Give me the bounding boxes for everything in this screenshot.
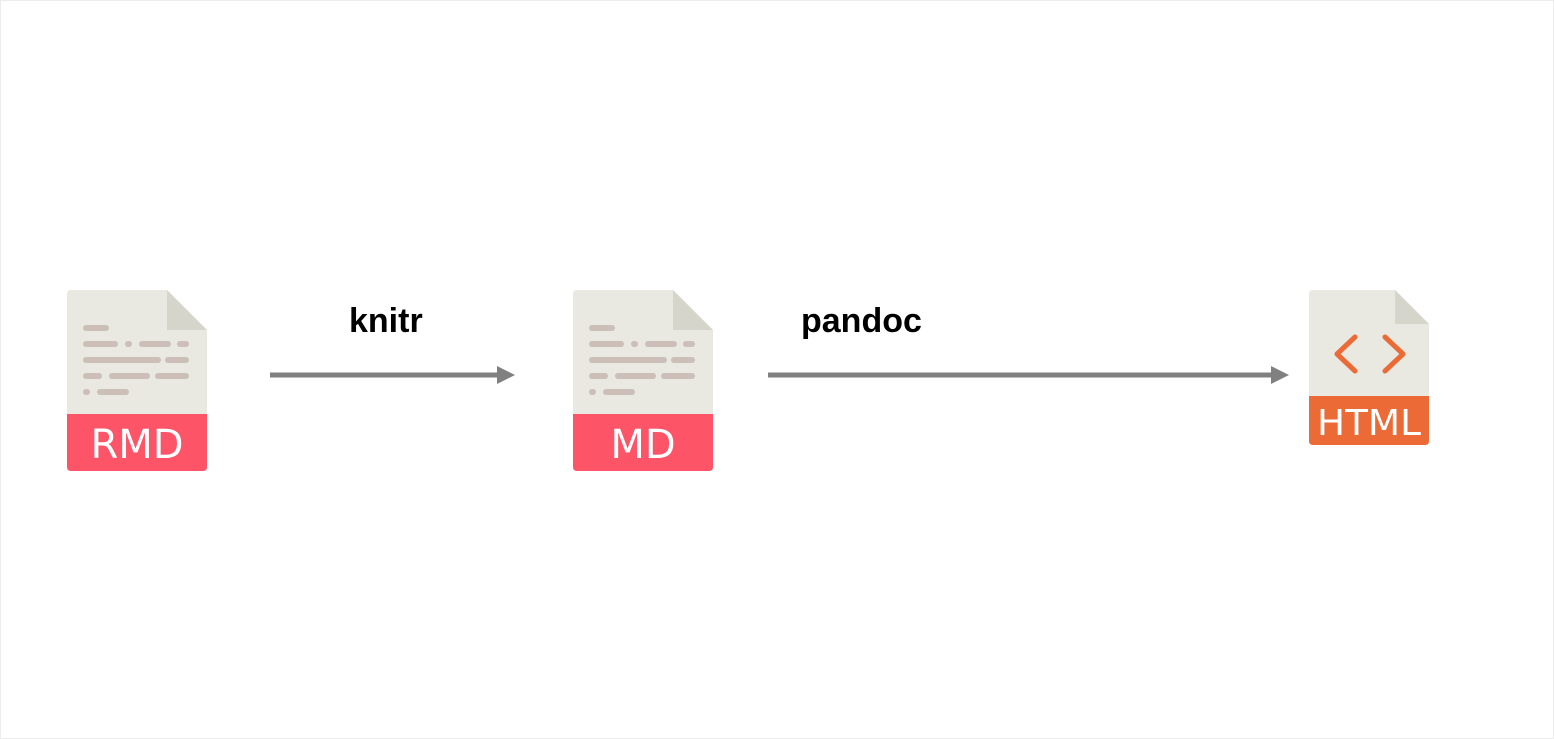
rmd-file-icon: RMD (67, 290, 207, 471)
pandoc-arrow (768, 366, 1289, 384)
code-brackets-icon (1334, 334, 1406, 374)
knitr-arrow (270, 366, 515, 384)
html-file-icon: HTML (1309, 290, 1429, 445)
md-label: MD (610, 422, 675, 468)
pandoc-label: pandoc (801, 302, 922, 340)
html-label: HTML (1317, 403, 1421, 444)
md-file-icon: MD (573, 290, 713, 471)
knitr-label: knitr (349, 302, 423, 340)
rmd-label: RMD (90, 422, 183, 468)
